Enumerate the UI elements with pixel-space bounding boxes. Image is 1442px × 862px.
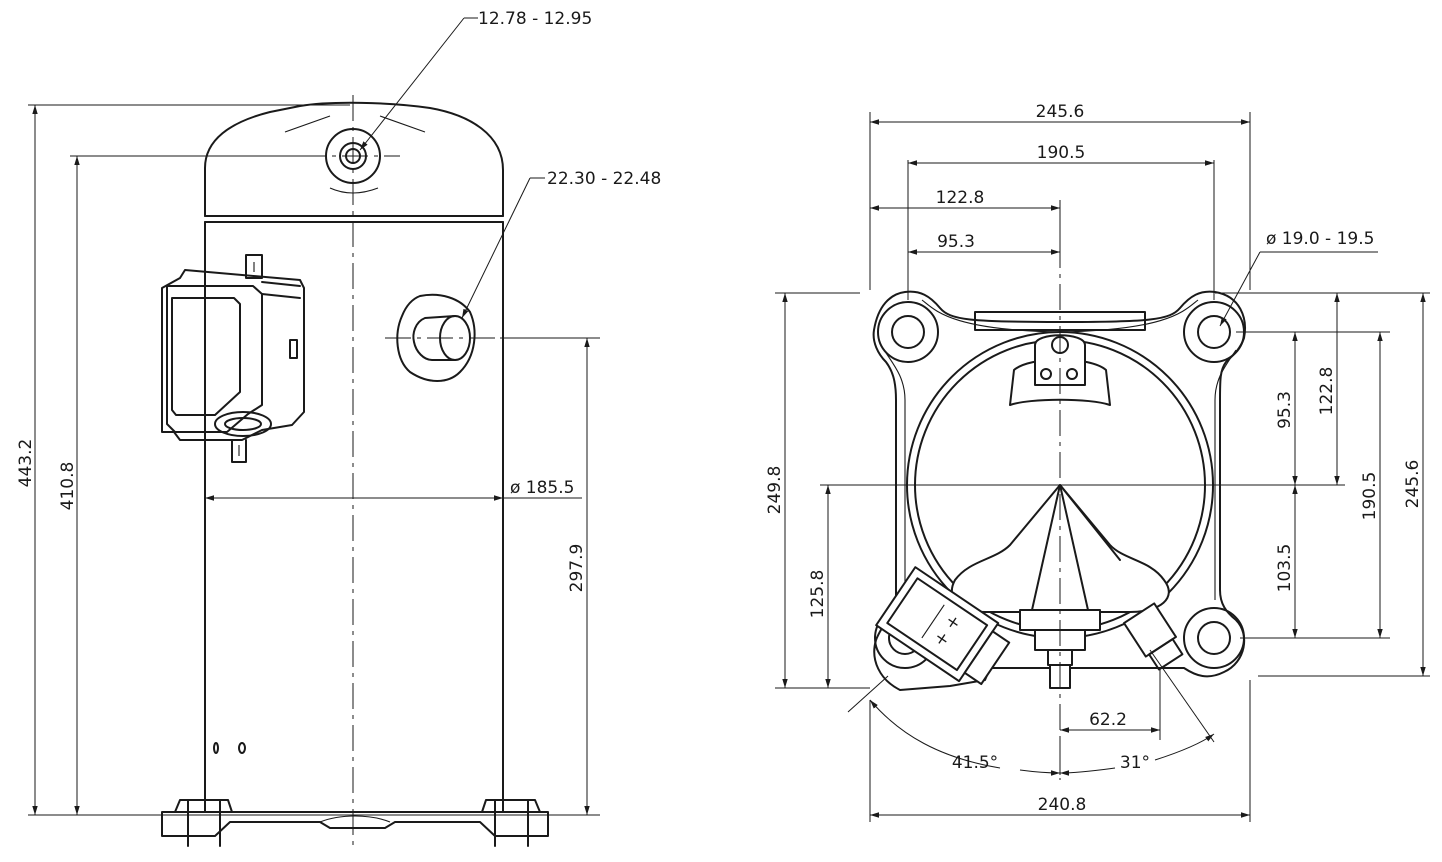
side-port-height-label: 297.9 xyxy=(567,544,587,593)
base-width-label: 240.8 xyxy=(1038,795,1087,815)
hole-to-center-y-label: 95.3 xyxy=(1275,391,1295,429)
top-port-height-label: 410.8 xyxy=(58,462,78,511)
mount-hole-tl xyxy=(877,301,939,363)
center-to-hole-x-label: 95.3 xyxy=(937,232,975,252)
terminal-box-top: + + xyxy=(875,566,1011,686)
top-view: + + 245.6 190.5 122.8 95.3 ø 19.0 - 19.5 xyxy=(765,102,1430,822)
mount-hole-br xyxy=(1183,607,1245,669)
hole-spacing-y-label: 190.5 xyxy=(1360,472,1380,521)
mount-hole-label: ø 19.0 - 19.5 xyxy=(1266,229,1374,249)
port-offset-label: 62.2 xyxy=(1089,710,1127,730)
suction-fitting-top xyxy=(1123,602,1184,671)
edge-to-center-y-label: 122.8 xyxy=(1317,367,1337,416)
top-port-label: 12.78 - 12.95 xyxy=(478,9,592,29)
depth-overall-label: 249.8 xyxy=(765,466,785,515)
overall-height-label: 443.2 xyxy=(16,439,36,488)
shell-body xyxy=(204,221,504,813)
mount-hole-tr xyxy=(1183,301,1245,363)
center-to-rear-hole-label: 103.5 xyxy=(1275,544,1295,593)
center-to-front-label: 125.8 xyxy=(808,570,828,619)
side-view: 443.2 410.8 297.9 ø 185.5 12.78 - 12.95 … xyxy=(16,9,661,848)
shell-diameter-label: ø 185.5 xyxy=(510,478,574,498)
center-to-edge-x-label: 122.8 xyxy=(936,188,985,208)
width-overall-label: 245.6 xyxy=(1036,102,1085,122)
left-angle-label: 41.5° xyxy=(952,753,998,773)
right-angle-label: 31° xyxy=(1120,753,1150,773)
top-dome xyxy=(204,101,504,217)
hole-spacing-x-label: 190.5 xyxy=(1037,143,1086,163)
base-plate xyxy=(872,290,1246,691)
terminal-box xyxy=(161,254,305,463)
base-feet xyxy=(161,799,549,847)
side-port-label: 22.30 - 22.48 xyxy=(547,169,661,189)
depth-right-label: 245.6 xyxy=(1403,460,1423,509)
